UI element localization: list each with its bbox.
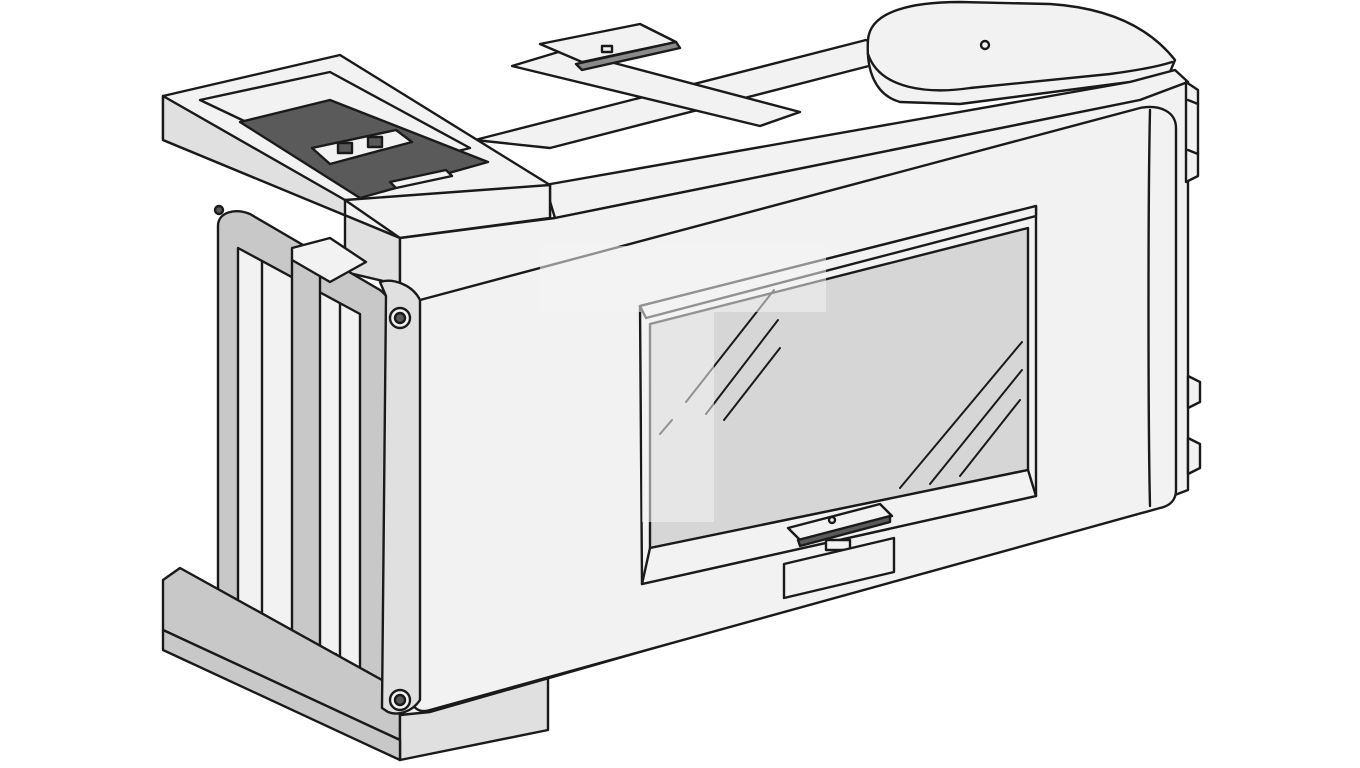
latch-pin (827, 515, 837, 525)
end-cap-insert-detail (310, 128, 454, 190)
rounded-top-housing (866, 0, 1177, 106)
side-handle-bar-cap (290, 236, 368, 284)
top-rail-handle (574, 40, 682, 72)
right-clip-top (1184, 80, 1200, 184)
top-housing-shape (866, 0, 1177, 106)
right-clip-mid (1186, 374, 1202, 410)
foot-plate-side (161, 628, 402, 762)
window-latch (786, 502, 894, 552)
front-cover-left-rim (378, 279, 422, 715)
latch-grip (796, 514, 892, 548)
watermark-block-top (540, 246, 826, 312)
cover-screw-top (388, 306, 412, 330)
label-plate (782, 536, 896, 600)
top-rail-pin (600, 44, 614, 54)
watermark-overlay (540, 246, 826, 522)
top-sliding-rail (473, 22, 902, 150)
right-clip-bottom (1186, 436, 1202, 476)
latch-body (786, 502, 894, 542)
side-handle-bar (290, 246, 322, 696)
front-cover-edge-band (1147, 108, 1152, 508)
watermark-block-stem (642, 312, 714, 522)
cover-screw-bottom (388, 688, 412, 712)
top-housing-front-rim (866, 52, 1174, 92)
latch-tab (824, 538, 852, 552)
end-cap-side-bolt (213, 204, 225, 216)
top-housing-hole (979, 39, 991, 51)
glass-reflection (659, 289, 1023, 489)
right-side-clips (1184, 80, 1202, 476)
end-cap (161, 53, 552, 287)
